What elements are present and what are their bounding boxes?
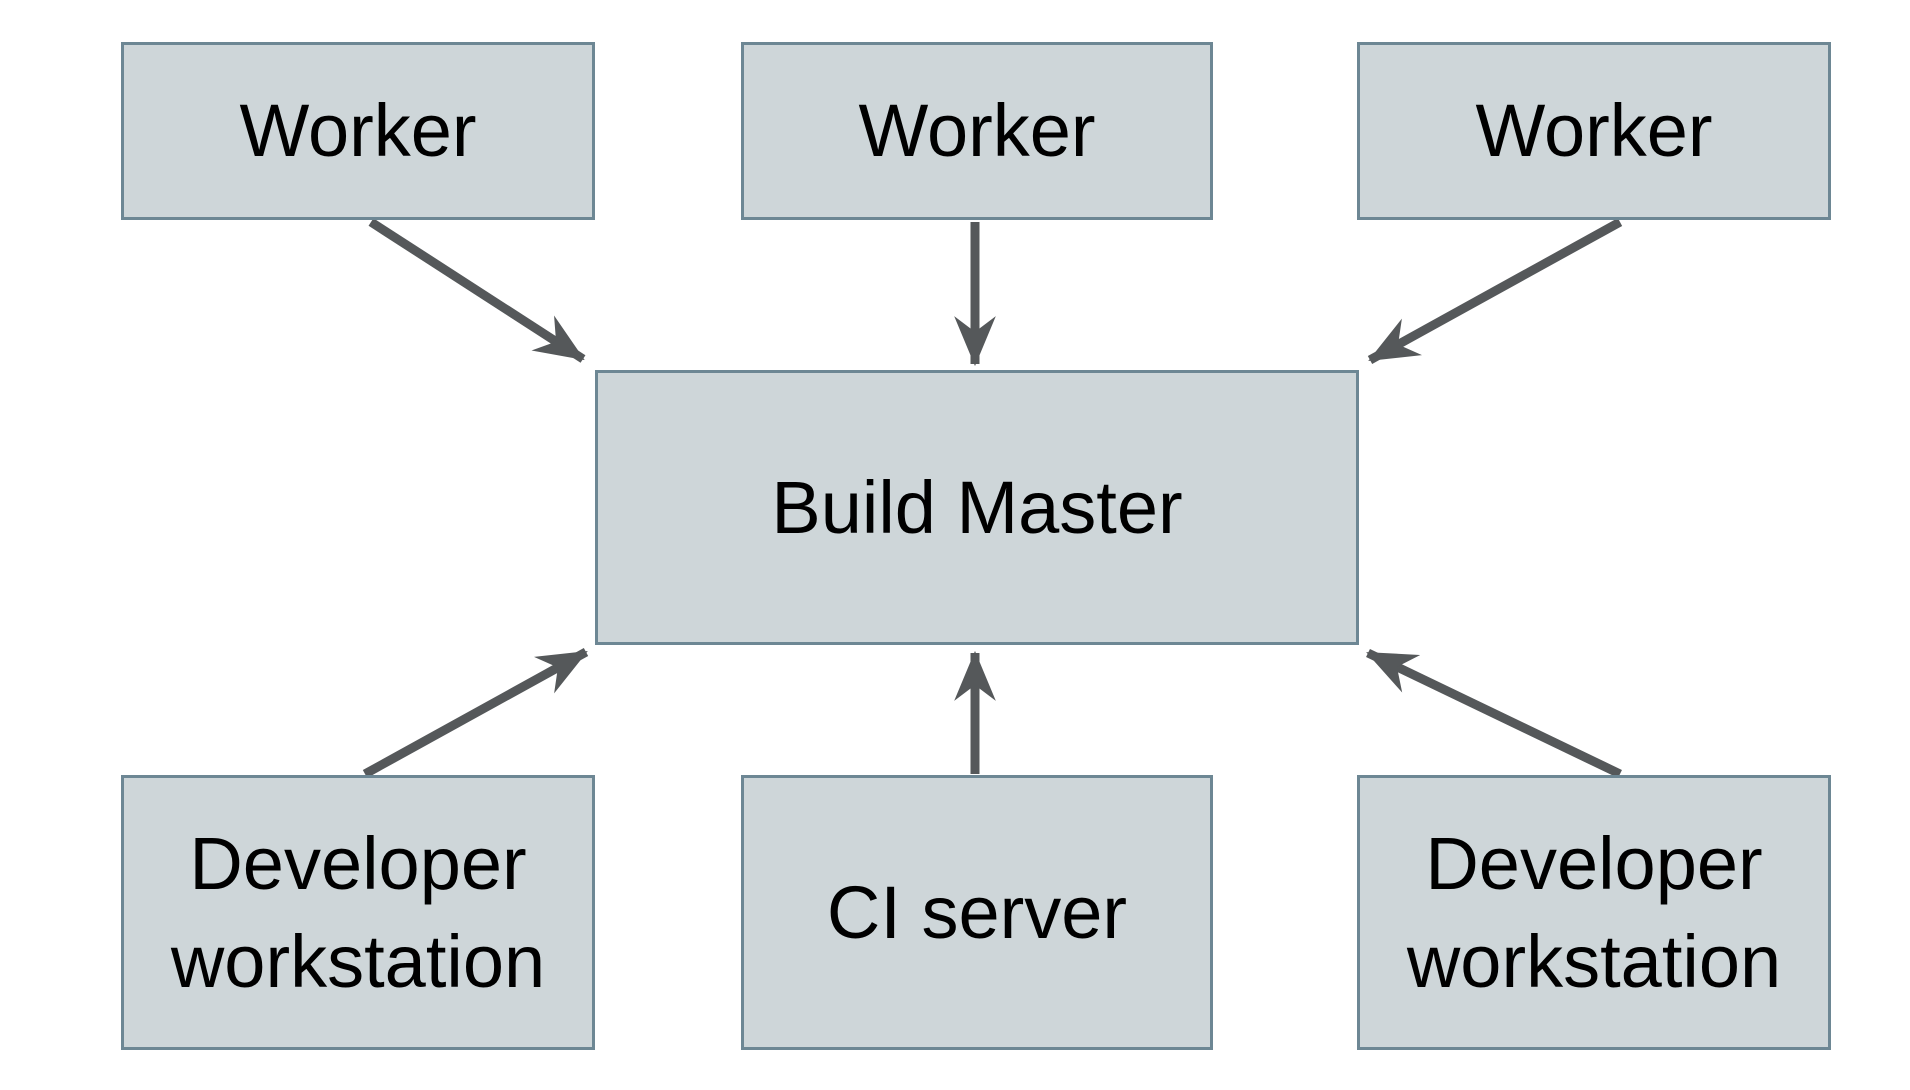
node-worker-1-label: Worker — [239, 89, 477, 173]
arrow-worker3-to-buildmaster — [1367, 218, 1623, 364]
arrow-devworkstation-right-to-buildmaster — [1366, 648, 1622, 779]
node-worker-3-label: Worker — [1475, 89, 1713, 173]
node-developer-workstation-right-label: Developer workstation — [1406, 821, 1782, 1003]
node-build-master-label: Build Master — [771, 465, 1183, 549]
node-worker-2: Worker — [741, 42, 1213, 220]
node-developer-workstation-left: Developer workstation — [121, 775, 595, 1050]
node-worker-3: Worker — [1357, 42, 1831, 220]
arrow-devworkstation-left-to-buildmaster — [362, 648, 589, 778]
node-build-master: Build Master — [595, 370, 1359, 645]
node-worker-1: Worker — [121, 42, 595, 220]
node-developer-workstation-left-label: Developer workstation — [170, 821, 546, 1003]
node-ci-server-label: CI server — [826, 870, 1128, 954]
node-worker-2-label: Worker — [858, 89, 1096, 173]
node-developer-workstation-right: Developer workstation — [1357, 775, 1831, 1050]
node-ci-server: CI server — [741, 775, 1213, 1050]
arrow-worker1-to-buildmaster — [368, 218, 586, 363]
